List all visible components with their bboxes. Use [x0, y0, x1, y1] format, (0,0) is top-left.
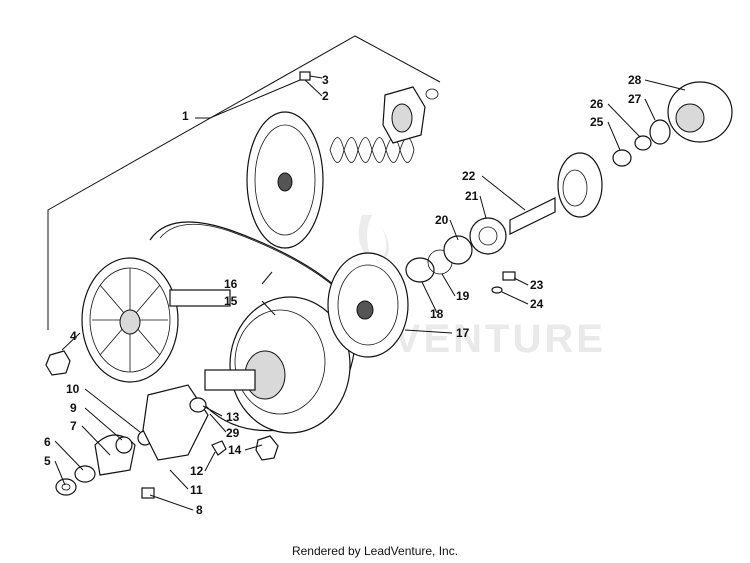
callout-24: 24: [530, 297, 544, 311]
callout-13: 13: [226, 410, 240, 424]
callout-18: 18: [430, 307, 444, 321]
callout-12: 12: [190, 464, 204, 478]
callout-1: 1: [182, 109, 189, 123]
callout-6: 6: [44, 435, 51, 449]
driven-gear: [327, 252, 409, 358]
callout-16: 16: [224, 277, 238, 291]
callout-10: 10: [66, 382, 80, 396]
callout-21: 21: [465, 189, 479, 203]
callout-8: 8: [196, 503, 203, 517]
callout-11: 11: [190, 483, 203, 497]
clutch-housing: [667, 81, 733, 143]
callout-22: 22: [462, 169, 476, 183]
drive-clutch-assembly: [204, 296, 351, 434]
leader-lines: [54, 75, 686, 511]
callout-29: 29: [226, 426, 240, 440]
rings-25-27: [612, 119, 671, 167]
exploded-parts-diagram: ADVENTURE: [44, 35, 733, 517]
callout-26: 26: [590, 97, 604, 111]
driven-pulley: [81, 257, 231, 383]
callout-14: 14: [228, 443, 242, 457]
callout-4: 4: [70, 329, 77, 343]
callout-23: 23: [530, 278, 544, 292]
drive-sheave: [246, 111, 324, 249]
callout-20: 20: [435, 213, 449, 227]
callout-19: 19: [456, 289, 470, 303]
small-parts-cluster: [45, 350, 279, 499]
small-pin: [299, 71, 311, 81]
clutch-cam: [382, 86, 426, 144]
callout-5: 5: [44, 454, 51, 468]
assembly-bracket: [47, 35, 441, 330]
callout-27: 27: [628, 92, 642, 106]
clutch-spring: [329, 137, 415, 163]
callout-2: 2: [322, 89, 329, 103]
callout-9: 9: [70, 401, 77, 415]
callout-17: 17: [456, 326, 470, 340]
callout-labels: 1 2 3 4 5 6 7 8 9 10 11 12 13 14 15 16 1…: [44, 73, 642, 517]
rendered-by-credit: Rendered by LeadVenture, Inc.: [291, 544, 459, 558]
bolt-23: [491, 271, 516, 294]
callout-15: 15: [224, 294, 238, 308]
input-shaft: [509, 152, 603, 235]
callout-3: 3: [322, 73, 329, 87]
bearing-stack: [405, 217, 507, 283]
snap-ring: [425, 88, 439, 100]
callout-28: 28: [628, 73, 642, 87]
callout-25: 25: [590, 115, 604, 129]
callout-7: 7: [70, 419, 77, 433]
